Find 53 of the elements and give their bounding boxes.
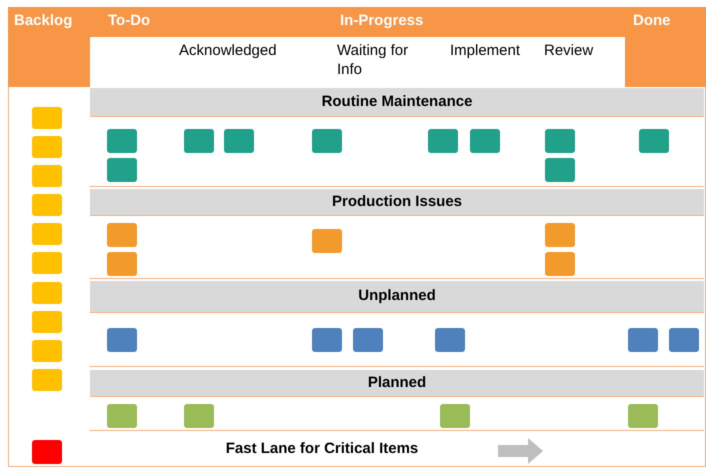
swimlane: [90, 88, 704, 187]
swimlane: [90, 370, 704, 431]
task-card: [107, 158, 137, 182]
task-card: [440, 404, 470, 428]
task-card: [32, 440, 62, 464]
task-card: [107, 252, 137, 276]
column-heading: Acknowledged: [179, 42, 277, 61]
task-card: [669, 328, 699, 352]
task-card: [628, 328, 658, 352]
task-card: [107, 328, 137, 352]
task-card: [639, 129, 669, 153]
column-heading: In-Progress: [340, 12, 424, 31]
task-card: [312, 229, 342, 253]
task-card: [32, 194, 62, 216]
task-card: [107, 404, 137, 428]
task-card: [32, 369, 62, 391]
task-card: [107, 129, 137, 153]
column-heading: Review: [544, 42, 594, 61]
task-card: [545, 223, 575, 247]
task-card: [107, 223, 137, 247]
column-heading: Done: [633, 12, 670, 31]
task-card: [32, 252, 62, 274]
task-card: [184, 129, 214, 153]
task-card: [32, 223, 62, 245]
swimlane: [90, 281, 704, 367]
swimlane: [90, 189, 704, 279]
column-heading: To-Do: [108, 12, 150, 31]
column-heading: Implement: [450, 42, 520, 61]
lane-header: Planned: [90, 370, 704, 397]
task-card: [353, 328, 383, 352]
column-heading: Waiting for Info: [337, 42, 410, 80]
task-card: [435, 328, 465, 352]
task-card: [628, 404, 658, 428]
lane-title: Fast Lane for Critical Items: [90, 432, 704, 466]
task-card: [32, 282, 62, 304]
task-card: [545, 158, 575, 182]
column-heading: Backlog: [14, 12, 72, 31]
task-card: [32, 340, 62, 362]
task-card: [312, 129, 342, 153]
task-card: [32, 311, 62, 333]
task-card: [312, 328, 342, 352]
task-card: [545, 252, 575, 276]
task-card: [470, 129, 500, 153]
task-card: [184, 404, 214, 428]
lane-header: Unplanned: [90, 281, 704, 313]
task-card: [428, 129, 458, 153]
task-card: [545, 129, 575, 153]
task-card: [224, 129, 254, 153]
lane-header: Production Issues: [90, 189, 704, 216]
task-card: [32, 165, 62, 187]
task-card: [32, 107, 62, 129]
lane-header: Routine Maintenance: [90, 88, 704, 117]
task-card: [32, 136, 62, 158]
